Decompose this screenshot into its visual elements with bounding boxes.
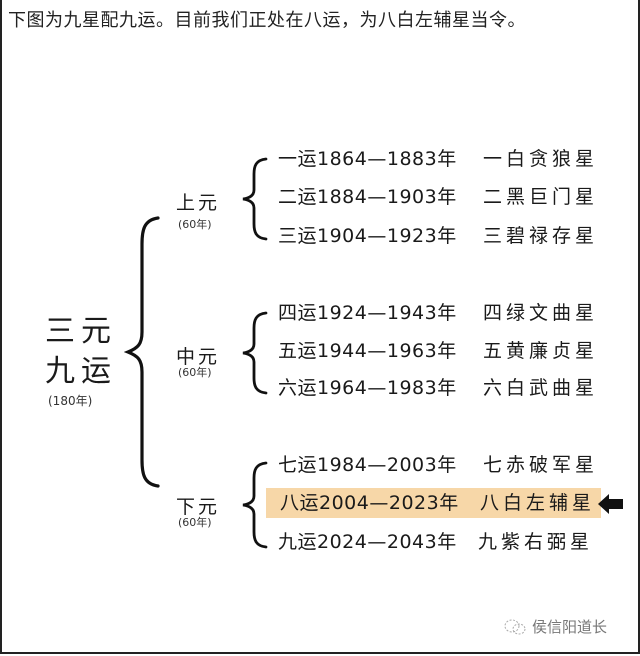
brace-middle-icon — [242, 311, 268, 395]
brace-upper-icon — [242, 157, 268, 241]
star-name: 四绿文曲星 — [483, 302, 599, 324]
root-label: 三元 九运 — [36, 312, 126, 392]
yuan-sub-upper: (60年) — [178, 218, 212, 231]
yun-period: 九运2024—2043年 — [278, 531, 457, 553]
yun-row-3: 三运1904—1923年 三碧禄存星 — [278, 221, 598, 251]
yun-period: 六运1964—1983年 — [278, 377, 457, 399]
yun-period: 一运1864—1883年 — [278, 148, 457, 170]
watermark: 侯信阳道长 — [504, 616, 607, 637]
yuan-sub-middle: (60年) — [178, 366, 212, 379]
yun-period: 八运2004—2023年 — [280, 492, 459, 514]
brace-lower-icon — [242, 461, 268, 549]
yun-row-8-current: 八运2004—2023年八白左辅星 — [266, 488, 602, 518]
star-name: 一白贪狼星 — [483, 148, 599, 170]
yun-row-2: 二运1884—1903年 二黑巨门星 — [278, 182, 598, 212]
root-label-line2: 九运 — [45, 354, 117, 389]
yun-period: 五运1944—1963年 — [278, 340, 457, 362]
star-name: 五黄廉贞星 — [483, 340, 599, 362]
yun-row-6: 六运1964—1983年 六白武曲星 — [278, 373, 598, 403]
star-name: 九紫右弼星 — [478, 531, 594, 553]
root-sub: (180年) — [48, 394, 93, 408]
watermark-text: 侯信阳道长 — [532, 618, 608, 636]
left-arrow-icon — [598, 494, 623, 514]
root-label-line1: 三元 — [45, 314, 117, 349]
yun-period: 三运1904—1923年 — [278, 225, 457, 247]
yuan-label-middle: 中元 — [176, 346, 221, 368]
yun-row-9: 九运2024—2043年九紫右弼星 — [278, 527, 593, 557]
star-name: 二黑巨门星 — [483, 186, 599, 208]
yuan-label-upper: 上元 — [176, 192, 221, 214]
intro-text: 下图为九星配九运。目前我们正处在八运，为八白左辅星当令。 — [8, 10, 526, 31]
yun-row-1: 一运1864—1883年 一白贪狼星 — [278, 144, 598, 174]
big-brace-icon — [124, 216, 160, 488]
star-name: 三碧禄存星 — [483, 225, 599, 247]
yuan-label-lower: 下元 — [176, 496, 221, 518]
yun-period: 二运1884—1903年 — [278, 186, 457, 208]
yun-period: 四运1924—1943年 — [278, 302, 457, 324]
yun-row-7: 七运1984—2003年 七赤破军星 — [278, 450, 598, 480]
yuan-sub-lower: (60年) — [178, 516, 212, 529]
yun-row-5: 五运1944—1963年 五黄廉贞星 — [278, 336, 598, 366]
yun-row-4: 四运1924—1943年 四绿文曲星 — [278, 298, 598, 328]
yun-period: 七运1984—2003年 — [278, 454, 457, 476]
star-name: 六白武曲星 — [483, 377, 599, 399]
star-name: 七赤破军星 — [483, 454, 599, 476]
star-name: 八白左辅星 — [480, 492, 596, 514]
wechat-icon — [504, 619, 526, 634]
